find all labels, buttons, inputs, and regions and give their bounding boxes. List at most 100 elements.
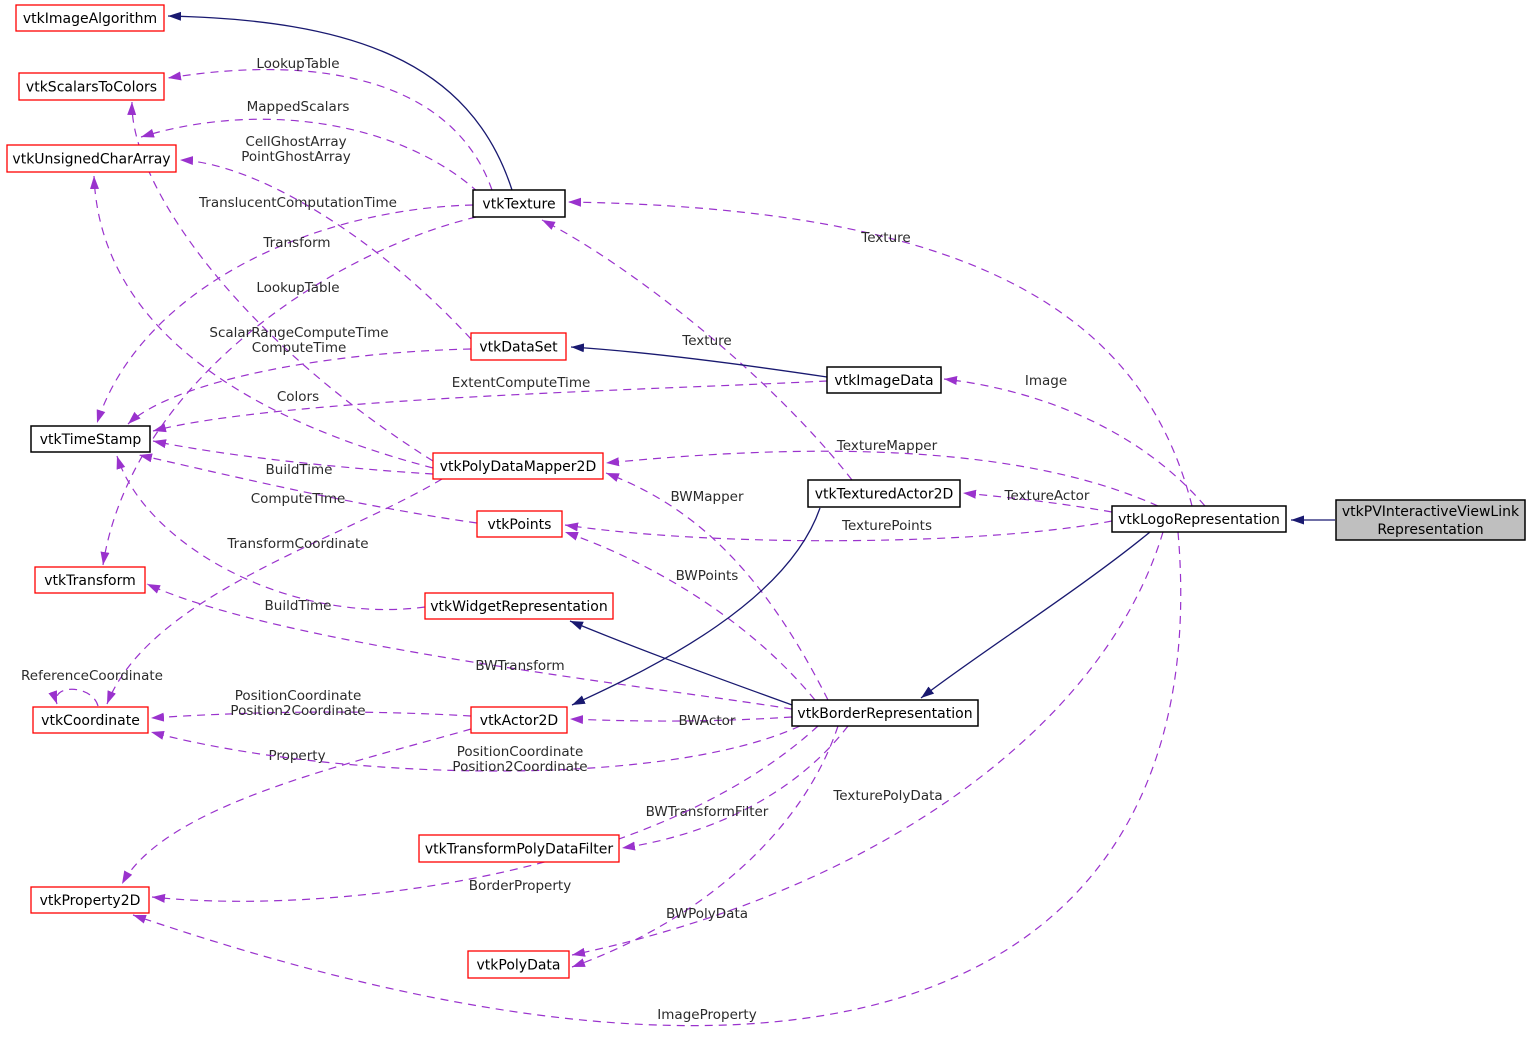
edge-tex_tct: TranslucentComputationTime: [96, 195, 474, 424]
class-node-box[interactable]: [6, 144, 177, 173]
usage-edge-line: [127, 101, 434, 462]
edge-label-tex_tct: TranslucentComputationTime: [198, 195, 397, 211]
usage-edge-line: [962, 489, 1113, 513]
class-node-vtkPoints[interactable]: vtkPoints: [476, 510, 563, 538]
edge-logo_points: TexturePoints: [564, 518, 1113, 542]
edge-label-border_points: BWPoints: [676, 568, 739, 584]
edge-label-border_tpdf: BWTransformFilter: [646, 804, 769, 820]
class-node-vtkWidgetRepresentation[interactable]: vtkWidgetRepresentation: [424, 592, 614, 620]
class-node-vtkDataSet[interactable]: vtkDataSet: [470, 332, 567, 361]
class-node-box[interactable]: [34, 566, 146, 594]
usage-edge-line: [48, 688, 99, 707]
class-node-vtkTexture[interactable]: vtkTexture: [472, 189, 566, 218]
class-node-label: vtkPoints: [488, 517, 552, 533]
inheritance-edge-line: [569, 620, 793, 706]
edge-label-logo_texture: Texture: [860, 230, 910, 246]
edge-label-tex_lut: LookupTable: [256, 56, 339, 72]
edge-tex_transform: Transform: [100, 216, 477, 566]
class-node-vtkActor2D[interactable]: vtkActor2D: [470, 706, 568, 734]
inheritance-edge-line: [167, 11, 513, 191]
class-node-box[interactable]: [432, 452, 604, 480]
usage-edge-line: [564, 531, 816, 701]
edge-label-logo_mapper: TextureMapper: [836, 438, 938, 454]
class-node-vtkTexturedActor2D[interactable]: vtkTexturedActor2D: [807, 479, 961, 508]
edge-label-logo_actor: TextureActor: [1004, 488, 1090, 504]
usage-edge-line: [132, 531, 1182, 1027]
edge-widget_build: BuildTime: [116, 455, 426, 614]
class-node-vtkTransformPolyDataFilter[interactable]: vtkTransformPolyDataFilter: [418, 834, 620, 863]
class-node-vtkPolyDataMapper2D[interactable]: vtkPolyDataMapper2D: [432, 452, 604, 480]
edge-label-widget_build: BuildTime: [265, 598, 332, 614]
class-node-label: vtkPolyDataMapper2D: [440, 459, 596, 475]
usage-edge-line: [567, 197, 1193, 507]
class-node-box[interactable]: [807, 479, 961, 508]
class-node-vtkImageData[interactable]: vtkImageData: [826, 366, 942, 394]
edge-label-coord_ref: ReferenceCoordinate: [21, 668, 163, 684]
class-node-vtkProperty2D[interactable]: vtkProperty2D: [30, 886, 150, 914]
class-node-vtkScalarsToColors[interactable]: vtkScalarsToColors: [18, 72, 165, 101]
class-node-vtkTransform[interactable]: vtkTransform: [34, 566, 146, 594]
class-node-label: vtkPolyData: [477, 958, 561, 974]
edge-label-pts_compute: ComputeTime: [251, 491, 346, 507]
class-node-label: vtkUnsignedCharArray: [12, 152, 170, 168]
class-node-box[interactable]: [791, 699, 979, 727]
edge-logo_iprop: ImageProperty: [132, 531, 1182, 1027]
edge-inh_border: [569, 620, 793, 706]
class-node-vtkCoordinate[interactable]: vtkCoordinate: [32, 706, 149, 734]
edge-label-ta_texture: Texture: [681, 333, 731, 349]
class-node-label: vtkActor2D: [480, 713, 558, 729]
class-node-box[interactable]: [418, 834, 620, 863]
edge-tex_lut: LookupTable: [167, 56, 493, 191]
class-node-box[interactable]: [470, 332, 567, 361]
usage-edge-line: [90, 175, 434, 469]
edge-border_bwpd: BWPolyData: [571, 725, 839, 968]
class-node-box[interactable]: [15, 4, 165, 32]
class-node-box[interactable]: [30, 425, 151, 453]
edge-pdm_colors: Colors: [90, 175, 434, 469]
edge-coord_ref: ReferenceCoordinate: [21, 668, 163, 707]
class-node-box[interactable]: [470, 706, 568, 734]
usage-edge-line: [106, 478, 443, 705]
class-node-vtkPolyData[interactable]: vtkPolyData: [467, 950, 570, 979]
usage-edge-line: [96, 204, 474, 424]
edge-pdm_lut: LookupTable: [127, 101, 434, 462]
class-node-vtkTimeStamp[interactable]: vtkTimeStamp: [30, 425, 151, 453]
class-node-vtkBorderRepresentation[interactable]: vtkBorderRepresentation: [791, 699, 979, 727]
class-node-vtkImageAlgorithm[interactable]: vtkImageAlgorithm: [15, 4, 165, 32]
class-node-box[interactable]: [467, 950, 570, 979]
class-node-label: vtkTexturedActor2D: [815, 487, 954, 503]
usage-edge-line: [571, 725, 839, 968]
edge-ta_texture: Texture: [541, 219, 853, 481]
edge-label-actor_prop: Property: [268, 748, 325, 764]
usage-edge-line: [605, 472, 829, 701]
class-node-box[interactable]: [18, 72, 165, 101]
class-node-label: vtkTransform: [44, 573, 136, 589]
usage-edge-line: [116, 455, 426, 611]
edge-border_bprop: BorderProperty: [151, 725, 819, 903]
class-node-box[interactable]: [1111, 505, 1287, 533]
class-node-box[interactable]: [826, 366, 942, 394]
usage-edge-line: [121, 728, 472, 885]
class-node-vtkLogoRepresentation[interactable]: vtkLogoRepresentation: [1111, 505, 1287, 533]
class-node-label: vtkImageData: [834, 373, 933, 389]
class-node-box[interactable]: [30, 886, 150, 914]
class-node-box[interactable]: [472, 189, 566, 218]
class-node-vtkUnsignedCharArray[interactable]: vtkUnsignedCharArray: [6, 144, 177, 173]
class-node-label: vtkDataSet: [479, 340, 558, 356]
class-node-box[interactable]: [32, 706, 149, 734]
class-node-box[interactable]: [424, 592, 614, 620]
edge-label-logo_points: TexturePoints: [841, 518, 932, 534]
class-node-label: vtkImageAlgorithm: [23, 11, 157, 27]
class-node-box[interactable]: [476, 510, 563, 538]
edge-pdm_tc: TransformCoordinate: [106, 478, 443, 705]
edge-label-border_bprop: BorderProperty: [469, 878, 571, 894]
usage-edge-line: [151, 725, 819, 903]
edge-label-pdm_lut: LookupTable: [256, 280, 339, 296]
usage-edge-line: [541, 219, 853, 481]
